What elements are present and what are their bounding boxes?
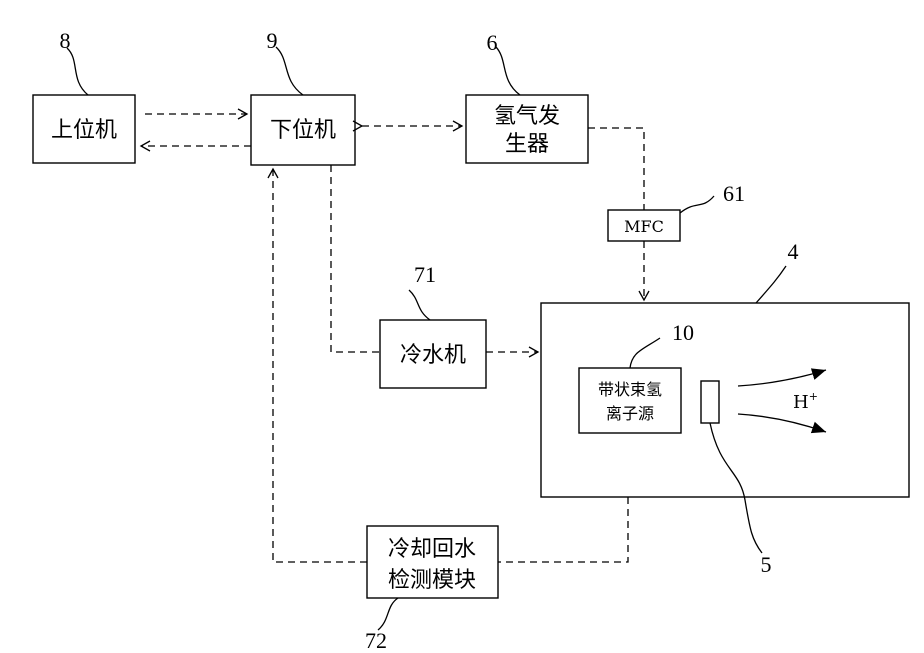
chiller-label: 冷水机 — [400, 343, 466, 368]
extraction-electrode — [701, 381, 719, 423]
ion-source-label-line2: 离子源 — [606, 404, 654, 423]
ion-source-label-line1: 带状束氢 — [598, 380, 662, 399]
lower-to-chiller-line — [331, 165, 380, 352]
return-water-block: 冷却回水 检测模块 — [367, 526, 498, 598]
mfc-leader — [680, 196, 714, 213]
host-pc-leader — [67, 48, 88, 95]
mfc-ref: 61 — [723, 181, 745, 206]
return-to-lower-arrow — [273, 169, 367, 562]
hydrogen-generator-leader — [496, 47, 520, 95]
chiller-block: 冷水机 — [380, 320, 486, 388]
hydrogen-generator-block: 氢气发 生器 — [466, 95, 588, 163]
return-water-label-line1: 冷却回水 — [388, 537, 476, 562]
ion-source-ref: 10 — [672, 320, 694, 345]
hydrogen-generator-label-line1: 氢气发 — [494, 104, 560, 129]
lower-pc-leader — [276, 47, 303, 95]
host-pc-block: 上位机 — [33, 95, 135, 163]
return-water-leader — [378, 598, 398, 630]
return-water-label-line2: 检测模块 — [388, 568, 476, 593]
hydrogen-generator-label-line2: 生器 — [505, 132, 549, 157]
generator-to-mfc-line — [588, 128, 644, 210]
chamber-ref: 4 — [788, 239, 799, 264]
lower-pc-block: 下位机 — [251, 95, 355, 165]
lower-pc-label: 下位机 — [270, 118, 336, 143]
electrode-ref: 5 — [761, 552, 772, 577]
chiller-leader — [409, 290, 430, 320]
ion-source-block: 带状束氢 离子源 — [579, 368, 681, 433]
chamber-leader — [756, 266, 786, 303]
lower-pc-ref: 9 — [267, 28, 278, 53]
chiller-ref: 71 — [414, 262, 436, 287]
host-pc-ref: 8 — [60, 28, 71, 53]
chamber-to-return-line — [498, 497, 628, 562]
mfc-block: MFC — [608, 210, 680, 241]
hydrogen-generator-ref: 6 — [487, 30, 498, 55]
mfc-label: MFC — [624, 217, 664, 236]
host-pc-label: 上位机 — [51, 118, 117, 143]
return-water-ref: 72 — [365, 628, 387, 653]
